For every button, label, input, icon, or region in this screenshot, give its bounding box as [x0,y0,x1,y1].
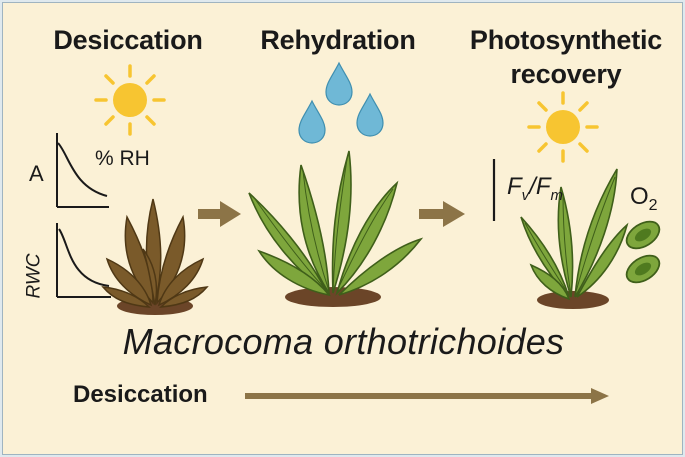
sun-icon [94,64,166,136]
a-axis-label: A [29,161,44,186]
fv-symbol: F [507,173,522,200]
water-drop-icon [298,100,326,144]
species-name: Macrocoma orthotrichoides [122,321,565,362]
fvfm-slash: / [529,173,536,200]
arrow-icon [419,201,465,227]
water-drop-icon [325,62,353,106]
hydrated-moss-plant [248,150,424,307]
fm-symbol: F [535,173,551,200]
rwc-axis-label: RWC [23,253,45,299]
diagram-graphics [56,62,661,404]
sun-icon [527,91,599,163]
fm-subscript: m [550,186,564,204]
a-decay-graph [56,133,109,208]
arrow-icon [198,201,241,227]
chloroplast-icon [625,254,661,284]
stage-title-recovery: recovery [510,59,622,89]
fvfm-label: Fv/Fm [507,173,563,204]
fv-subscript: v [521,186,530,204]
rh-label: % RH [95,147,150,170]
stage-title-rehydration: Rehydration [260,25,416,55]
desiccation-timeline-label: Desiccation [73,381,208,408]
recovered-moss-plant [520,168,629,309]
dry-moss-plant [101,198,209,315]
stage-title-desiccation: Desiccation [53,25,203,55]
chloroplast-icon [625,220,661,250]
rwc-decay-graph [56,223,111,298]
stage-title-photosynthetic: Photosynthetic [469,25,663,55]
o2-subscript: 2 [648,196,658,214]
desiccation-timeline-arrow [245,388,609,404]
o2-symbol: O [630,183,649,210]
o2-label: O2 [630,183,658,215]
water-drop-icon [356,93,384,137]
